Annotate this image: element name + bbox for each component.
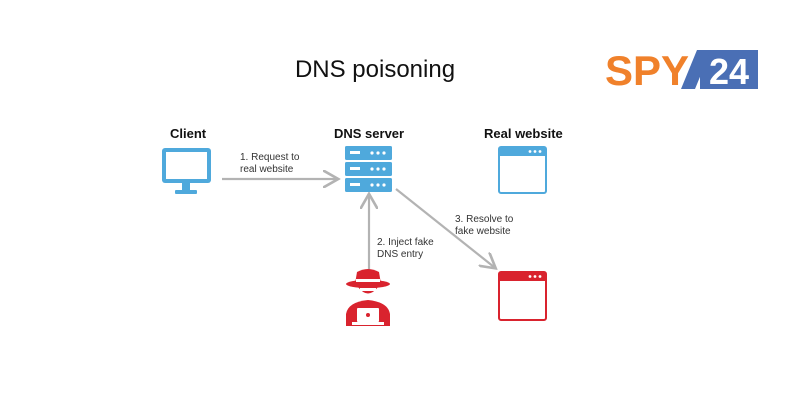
logo-text-right: 24	[709, 51, 749, 92]
step-2-label: 2. Inject fake DNS entry	[377, 237, 434, 260]
fake-browser-window-icon	[498, 271, 547, 321]
step-3-label: 3. Resolve to fake website	[455, 214, 514, 237]
arrow-dns-to-fake-site	[395, 188, 494, 267]
spy24-logo: SPY 24	[605, 47, 760, 94]
real-website-label: Real website	[484, 126, 563, 141]
dns-server-label: DNS server	[334, 126, 405, 141]
browser-window-icon	[498, 146, 547, 194]
client-label: Client	[170, 126, 207, 141]
hacker-icon	[346, 269, 390, 326]
step-1-label: 1. Request to real website	[240, 152, 300, 175]
diagram-title: DNS poisoning	[294, 56, 456, 83]
monitor-icon	[162, 148, 211, 194]
logo-text-left: SPY	[605, 47, 689, 92]
logo-right-panel	[700, 50, 758, 89]
server-icon	[345, 146, 392, 192]
